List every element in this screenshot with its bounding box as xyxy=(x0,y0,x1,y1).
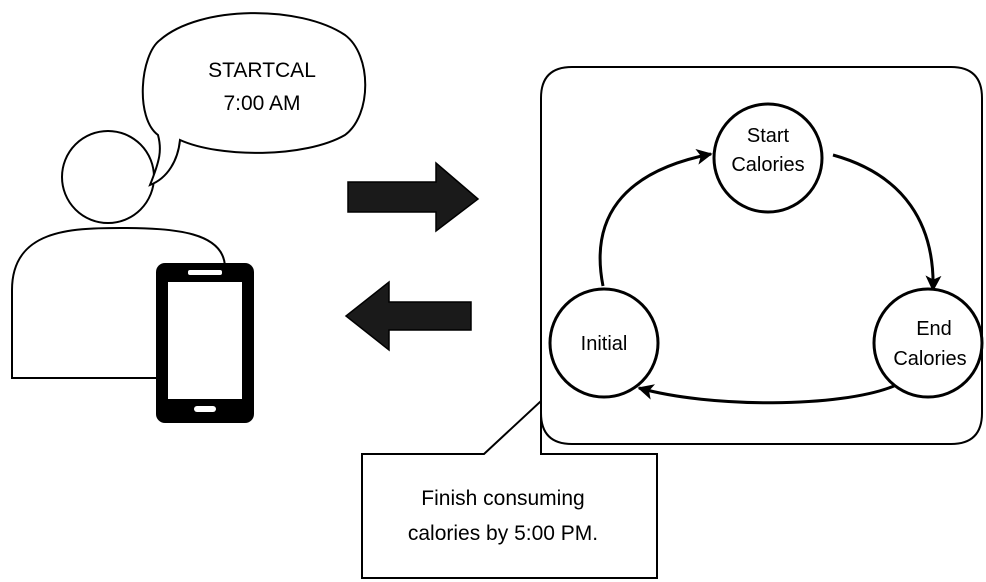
smartphone-icon xyxy=(156,263,254,423)
callout-line-1: Finish consuming xyxy=(421,487,584,510)
state-end-line-1: End xyxy=(916,318,952,340)
speech-line-2: 7:00 AM xyxy=(223,92,300,115)
transition-start-to-end xyxy=(832,153,942,292)
state-end-calories: End Calories xyxy=(872,287,984,399)
state-initial: Initial xyxy=(548,287,660,399)
arrow-right-icon xyxy=(347,161,480,233)
transition-initial-to-start xyxy=(598,148,713,287)
transition-end-to-initial xyxy=(637,384,895,405)
state-initial-label: Initial xyxy=(581,333,628,355)
transitions xyxy=(598,148,942,405)
state-start-line-1: Start xyxy=(747,125,790,147)
state-end-line-2: Calories xyxy=(893,348,966,370)
callout-box: Finish consuming calories by 5:00 PM. xyxy=(361,398,658,579)
speech-line-1: STARTCAL xyxy=(208,59,316,82)
callout-line-2: calories by 5:00 PM. xyxy=(408,522,598,545)
state-start-line-2: Calories xyxy=(731,154,804,176)
speech-bubble: STARTCAL 7:00 AM xyxy=(141,12,367,187)
arrow-left-icon xyxy=(344,280,472,352)
state-start-calories: Start Calories xyxy=(712,102,824,214)
